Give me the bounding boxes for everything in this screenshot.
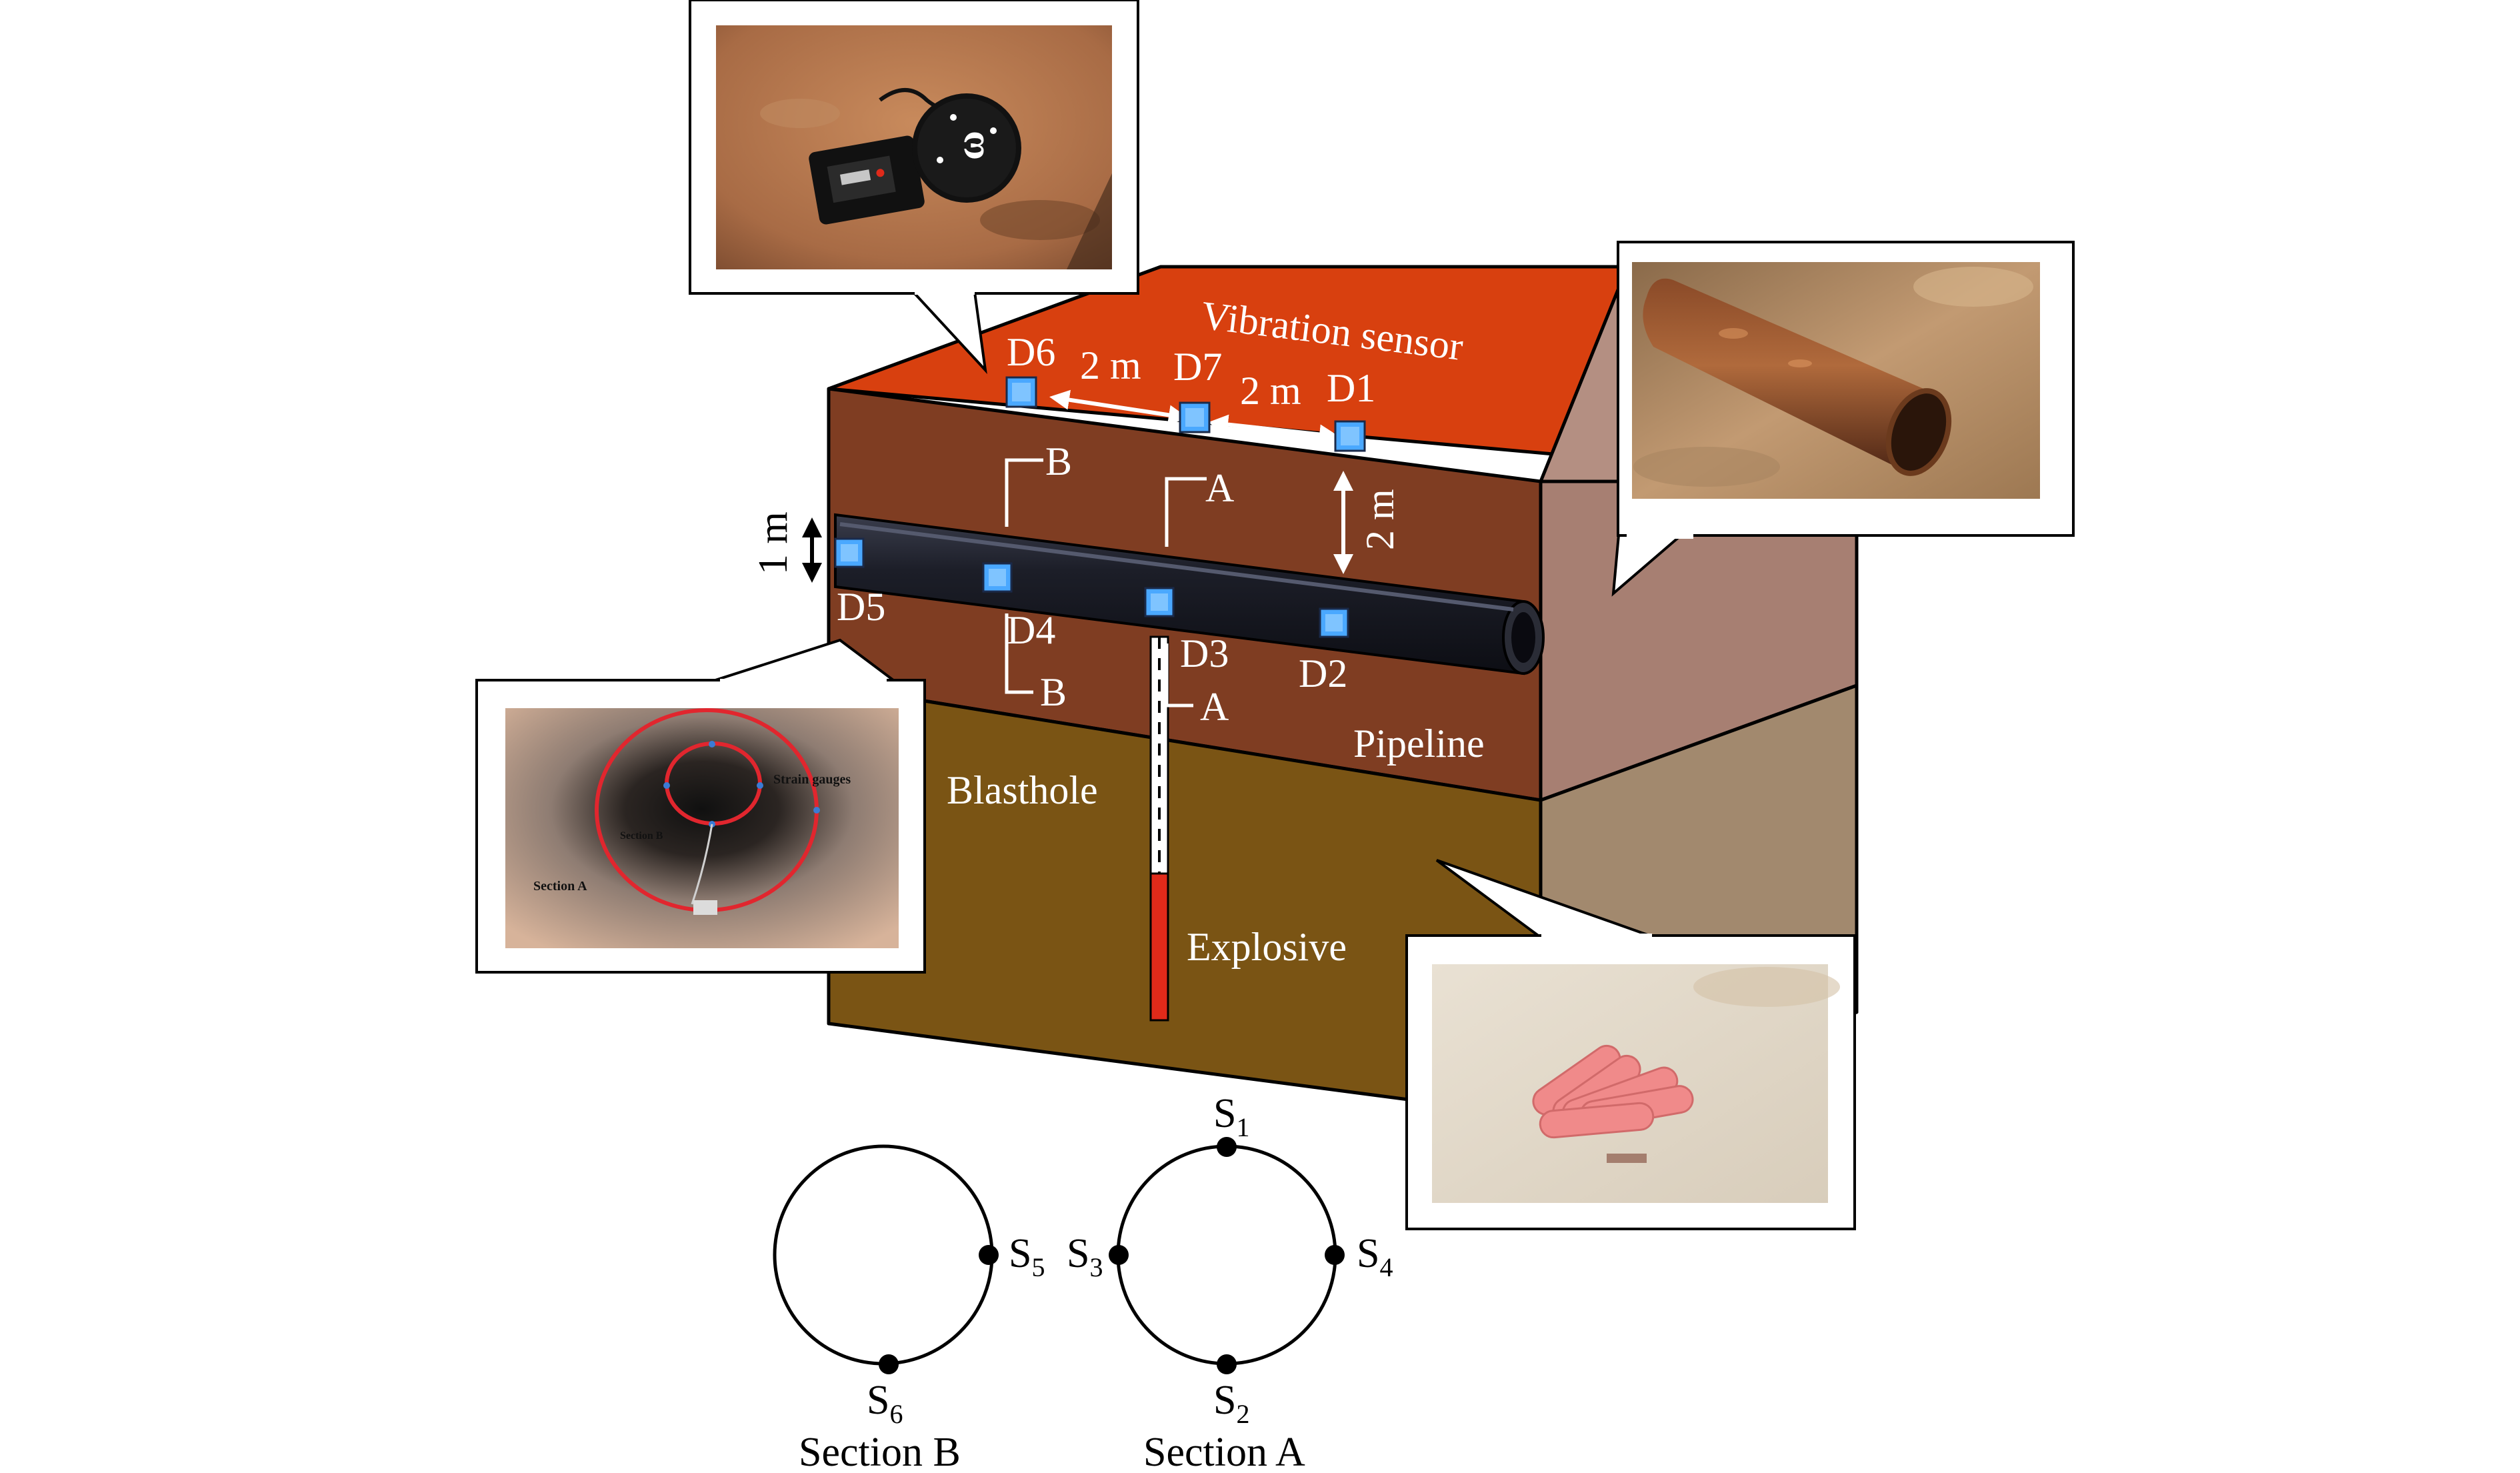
gauge-s5-dot [979, 1245, 999, 1265]
inset-section-b-label: Section B [620, 830, 663, 842]
dimension-arrows [802, 389, 1353, 583]
explosive-sticks-icon [1532, 1044, 1694, 1139]
section-mark-b-top: B [1045, 439, 1072, 483]
section-markers [1005, 458, 1207, 707]
callout-strain-gauge-photo: Strain gauges Section B Section A [475, 638, 926, 974]
gauge-s6-label: S6 [867, 1378, 903, 1429]
section-b-caption: Section B [799, 1430, 961, 1473]
sensor-d7 [1179, 401, 1211, 433]
sensor-label-d4: D4 [1007, 608, 1055, 652]
gauge-s2-label: S2 [1213, 1378, 1249, 1429]
cross-section-b: S5 S6 Section B [773, 1144, 1045, 1473]
spacing-arrow-left [1049, 389, 1189, 425]
sensor-label-d3: D3 [1180, 631, 1229, 675]
callout-sensor-photo: ω [689, 0, 1139, 375]
section-mark-a-bottom: A [1200, 685, 1229, 729]
sensor-d2 [1319, 607, 1349, 638]
explosive-sticks-photo [1432, 964, 1840, 1203]
explosive-charge [1149, 872, 1169, 1022]
svg-text:ω: ω [948, 131, 992, 160]
sensor-label-d2: D2 [1299, 651, 1347, 695]
sensor-d3 [1144, 587, 1175, 617]
section-mark-a-top: A [1205, 466, 1234, 510]
callout-explosive-photo [1405, 859, 1856, 1230]
pipeline-label: Pipeline [1353, 721, 1485, 766]
spacing-label-right: 2 m [1240, 369, 1301, 413]
spacing-arrow-right [1208, 414, 1339, 445]
gauge-s3-dot [1109, 1245, 1129, 1265]
inset-section-a-label: Section A [533, 879, 587, 894]
sensor-d6 [1005, 376, 1037, 408]
gauge-s3-label: S3 [1067, 1231, 1103, 1282]
section-b-circle [773, 1144, 994, 1366]
rusty-pipe-icon [1643, 278, 1927, 472]
gauge-s1-label: S1 [1213, 1091, 1249, 1142]
gauge-s4-label: S4 [1357, 1231, 1393, 1282]
pipe-interior-photo: Strain gauges Section B Section A [505, 708, 899, 948]
sensor-label-d7: D7 [1173, 345, 1222, 389]
section-mark-b-bottom: B [1040, 670, 1067, 714]
one-m-label: 1 m [751, 511, 796, 575]
depth-label: 2 m [1358, 489, 1402, 550]
block-labels: Vibration sensor D6 2 m D7 2 m D1 2 m B … [751, 293, 1485, 969]
pipeline [834, 513, 1545, 675]
cross-section-a: S1 S2 S3 S4 Section A [1067, 1091, 1393, 1473]
gauge-s5-label: S5 [1009, 1231, 1045, 1282]
gauge-s6-dot [879, 1354, 899, 1374]
gauge-s1-dot [1217, 1137, 1237, 1157]
sensor-label-d5: D5 [837, 585, 885, 629]
explosive-label: Explosive [1187, 925, 1347, 969]
callout-pipe-photo [1611, 241, 2075, 597]
sensor-device-photo: ω [716, 25, 1112, 269]
sensor-d5 [834, 537, 865, 568]
spacing-label-left: 2 m [1080, 343, 1141, 387]
sensor-label-d1: D1 [1327, 366, 1375, 410]
blasthole-label: Blasthole [947, 768, 1098, 812]
inset-strain-gauges-label: Strain gauges [773, 772, 851, 787]
gauge-s4-dot [1325, 1245, 1345, 1265]
rusty-pipe-photo [1632, 262, 2040, 499]
sensor-d1 [1334, 420, 1366, 452]
sensor-d4 [982, 562, 1013, 593]
gauge-s2-dot [1217, 1354, 1237, 1374]
section-a-circle [1116, 1144, 1337, 1366]
section-a-caption: Section A [1143, 1430, 1305, 1473]
sensor-label-d6: D6 [1007, 330, 1055, 374]
vibration-sensors [834, 376, 1366, 638]
